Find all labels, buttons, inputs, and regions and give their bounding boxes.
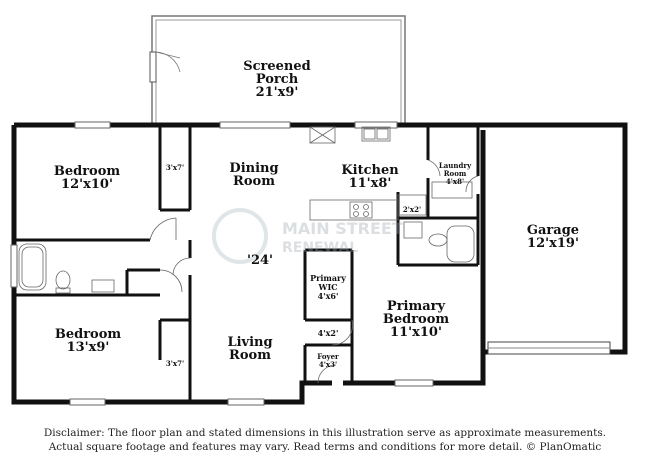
- windows: [10, 121, 434, 406]
- ceiling-partial: '24': [247, 253, 273, 268]
- bedroom-top-dims: 12'x10': [61, 177, 113, 192]
- laundry-dims: 4'x8': [446, 177, 464, 186]
- interior-walls: [14, 125, 480, 402]
- room-labels: Screened Porch 21'x9' Bedroom 12'x10' 3'…: [54, 59, 579, 369]
- primary-wic-name-2: WIC: [317, 282, 337, 292]
- disclaimer-line-2: Actual square footage and features may v…: [48, 441, 602, 453]
- fixtures: [18, 126, 475, 294]
- primary-wic-dims: 4'x6': [318, 291, 339, 301]
- pantry-dims: 2'x2': [403, 205, 421, 214]
- laundry-name-2: Room: [444, 169, 467, 178]
- garage-door: [487, 341, 611, 355]
- primary-bedroom-dims: 11'x10': [390, 325, 442, 340]
- laundry-name-1: Laundry: [439, 161, 472, 170]
- svg-text:RENEWAL: RENEWAL: [282, 240, 358, 256]
- closet-top-dims: 3'x7': [166, 163, 184, 172]
- dining-name-2: Room: [233, 174, 275, 189]
- foyer-dims: 4'x3': [319, 360, 337, 369]
- watermark: MAIN STREET RENEWAL: [212, 208, 403, 264]
- porch-dims: 21'x9': [256, 85, 299, 100]
- dining-name-1: Dining: [229, 161, 278, 176]
- kitchen-dims: 11'x8': [349, 176, 392, 191]
- foyer-name: Foyer: [317, 352, 339, 361]
- closet-small-dims: 4'x2': [318, 328, 339, 338]
- porch-name-1: Screened: [243, 59, 311, 74]
- bedroom-bottom-dims: 13'x9': [67, 340, 110, 355]
- living-name-1: Living: [227, 335, 272, 350]
- garage-dims: 12'x19': [527, 236, 579, 251]
- porch-name-2: Porch: [256, 72, 299, 87]
- primary-bedroom-name-1: Primary: [387, 299, 446, 314]
- primary-bedroom-name-2: Bedroom: [383, 312, 450, 327]
- garage-name: Garage: [527, 223, 579, 238]
- bedroom-top-name: Bedroom: [54, 164, 121, 179]
- disclaimer-line-1: Disclaimer: The floor plan and stated di…: [43, 427, 607, 439]
- closet-bottom-dims: 3'x7': [166, 359, 184, 368]
- living-name-2: Room: [229, 348, 271, 363]
- svg-text:MAIN STREET: MAIN STREET: [282, 219, 403, 238]
- primary-wic-name-1: Primary: [310, 273, 346, 283]
- bedroom-bottom-name: Bedroom: [55, 327, 122, 342]
- kitchen-name: Kitchen: [341, 163, 399, 178]
